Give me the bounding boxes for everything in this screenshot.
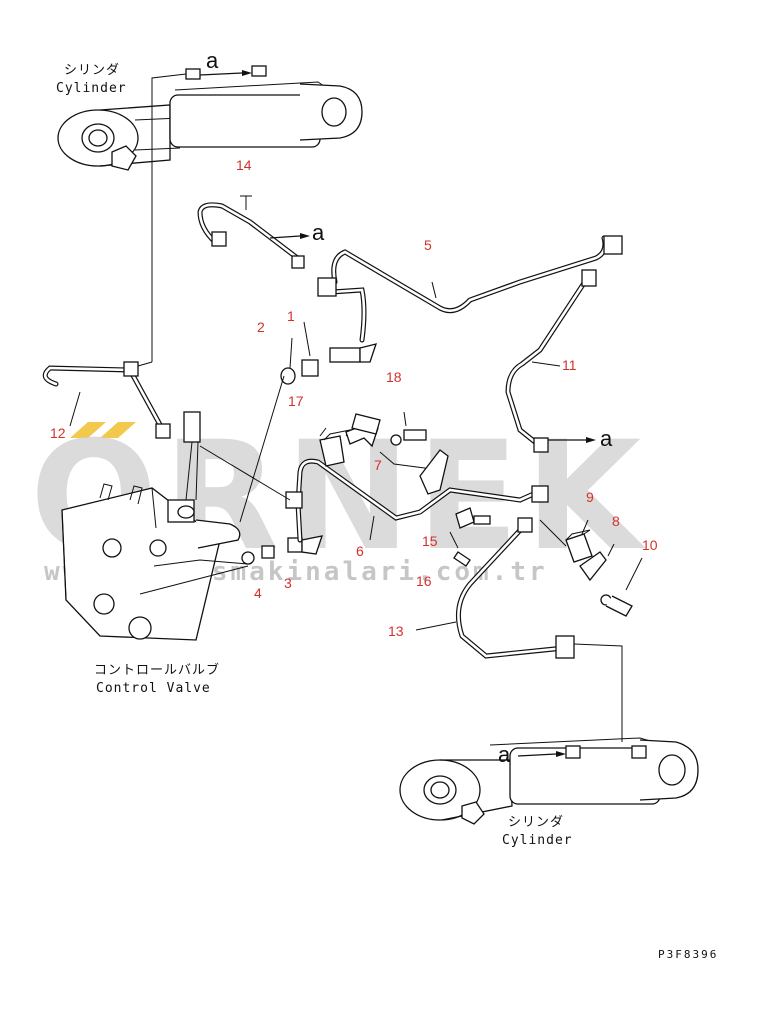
control-valve-label-jp: コントロールバルブ: [94, 662, 220, 678]
arrow-a-label-top-cylinder: a: [206, 48, 219, 73]
part-number-8: 8: [612, 513, 620, 529]
fittings-1-2: [280, 321, 377, 385]
part-number-labels: 1 2 3 4 5 6 7 8 9 10 11 12 13 14 15 16 1…: [50, 157, 658, 639]
part-number-6: 6: [356, 543, 364, 559]
tube-5: [317, 235, 623, 343]
part-number-12: 12: [50, 425, 66, 441]
part-number-13: 13: [388, 623, 404, 639]
part-number-5: 5: [424, 237, 432, 253]
part-number-18: 18: [386, 369, 402, 385]
part-number-9: 9: [586, 489, 594, 505]
part-number-10: 10: [642, 537, 658, 553]
bottom-cylinder-label-en: Cylinder: [502, 833, 573, 848]
part-number-3: 3: [284, 575, 292, 591]
top-cylinder: a: [57, 48, 363, 362]
fittings-3-4: [261, 535, 323, 559]
watermark-accent-2: [100, 422, 136, 438]
control-valve-label-en: Control Valve: [96, 681, 211, 696]
hose-13: [415, 517, 623, 742]
tube-6: [199, 445, 549, 543]
arrow-a-label-hose-11: a: [600, 426, 613, 451]
hose-12: [42, 361, 171, 439]
arrow-a-label-bottom-cylinder: a: [498, 742, 511, 767]
clamp-9-8-10: [539, 519, 643, 617]
part-number-1: 1: [287, 308, 295, 324]
hose-11: a: [505, 269, 613, 453]
part-number-7: 7: [374, 457, 382, 473]
bottom-cylinder-label-jp: シリンダ: [508, 815, 564, 830]
top-cylinder-label-en: Cylinder: [56, 81, 127, 96]
part-number-17: 17: [288, 393, 304, 409]
part-number-16: 16: [416, 573, 432, 589]
bottom-cylinder: a: [399, 737, 699, 825]
part-number-11: 11: [562, 357, 577, 373]
watermark-accent-1: [70, 422, 106, 438]
top-cylinder-label-jp: シリンダ: [64, 63, 120, 78]
arrow-a-label-hose-14: a: [312, 220, 325, 245]
control-valve: [61, 375, 285, 641]
drawing-code: P3F8396: [658, 948, 718, 961]
clamp-set-17-18-7: [319, 411, 449, 495]
part-number-15: 15: [422, 533, 438, 549]
part-number-2: 2: [257, 319, 265, 335]
hose-14: a: [197, 195, 325, 269]
bolts-15-16: [449, 507, 491, 567]
part-number-4: 4: [254, 585, 262, 601]
part-number-14: 14: [236, 157, 252, 173]
